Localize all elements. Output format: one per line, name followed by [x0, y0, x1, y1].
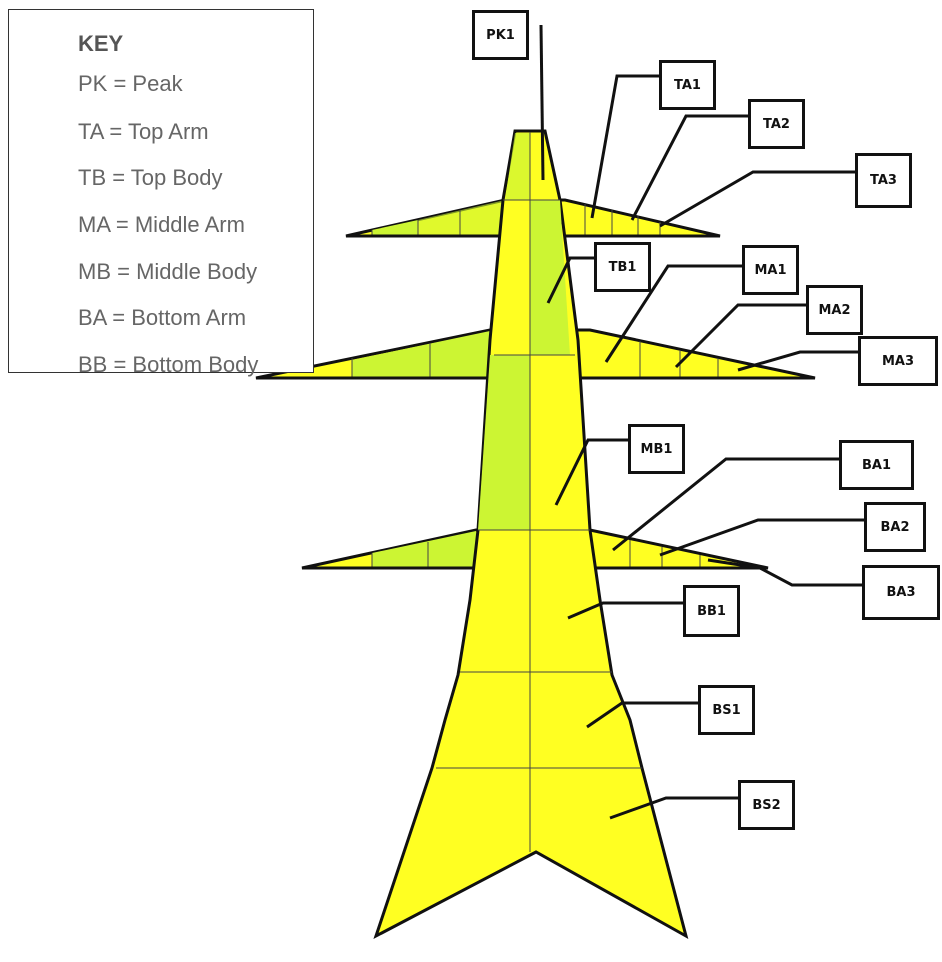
leader-line-ba1	[612, 457, 839, 552]
key-item-bottom-arm: BA = Bottom Arm	[78, 305, 247, 330]
leader-line-mb1	[554, 438, 628, 506]
label-bs1: BS1	[698, 685, 755, 735]
label-ma2: MA2	[806, 285, 863, 335]
middle-arm-green-segment	[352, 331, 490, 378]
label-ba3: BA3	[862, 565, 940, 620]
leader-line-ma1	[604, 264, 742, 363]
leader-line-ma2	[674, 303, 806, 369]
label-ma3: MA3	[858, 336, 938, 386]
key-title: KEY	[78, 31, 124, 56]
label-ta1: TA1	[659, 60, 716, 110]
leader-line-ba2	[659, 518, 864, 557]
tower-body	[373, 129, 689, 940]
leader-line-pk1	[539, 24, 545, 181]
peak-green-segment	[505, 133, 530, 200]
leader-line-ma3	[737, 350, 858, 372]
label-bb1: BB1	[683, 585, 740, 637]
label-ba2: BA2	[864, 502, 926, 552]
label-tb1: TB1	[594, 242, 651, 292]
leader-line-ta1	[590, 74, 659, 219]
top-body-green-segment	[530, 200, 570, 355]
leader-line-bs1	[586, 701, 698, 729]
top-arm-green-segment	[372, 220, 418, 236]
leader-line-tb1	[546, 256, 594, 304]
label-pk1: PK1	[472, 10, 529, 60]
leader-line-ta3	[659, 170, 855, 228]
leader-lines	[539, 24, 864, 820]
label-ta3: TA3	[855, 153, 912, 208]
key-item-middle-arm: MA = Middle Arm	[78, 212, 245, 237]
key-item-peak: PK = Peak	[78, 71, 183, 96]
middle-body-green-segment	[478, 355, 530, 530]
tower-body-shape	[373, 129, 689, 940]
label-ma1: MA1	[742, 245, 799, 295]
key-item-top-body: TB = Top Body	[78, 165, 223, 190]
label-bs2: BS2	[738, 780, 795, 830]
leader-line-ta2	[630, 114, 748, 221]
label-ta2: TA2	[748, 99, 805, 149]
label-mb1: MB1	[628, 424, 685, 474]
key-item-top-arm: TA = Top Arm	[78, 119, 209, 144]
leader-line-bs2	[609, 796, 738, 820]
label-ba1: BA1	[839, 440, 914, 490]
bottom-arm-green-segment	[372, 531, 476, 568]
key-item-bottom-body: BB = Bottom Body	[78, 352, 259, 377]
leader-line-ba3	[707, 558, 862, 587]
leader-line-bb1	[567, 601, 683, 620]
key-legend: KEY PK = Peak TA = Top Arm TB = Top Body…	[8, 9, 314, 377]
top-arm-green-segment	[418, 200, 505, 236]
key-item-middle-body: MB = Middle Body	[78, 259, 258, 284]
